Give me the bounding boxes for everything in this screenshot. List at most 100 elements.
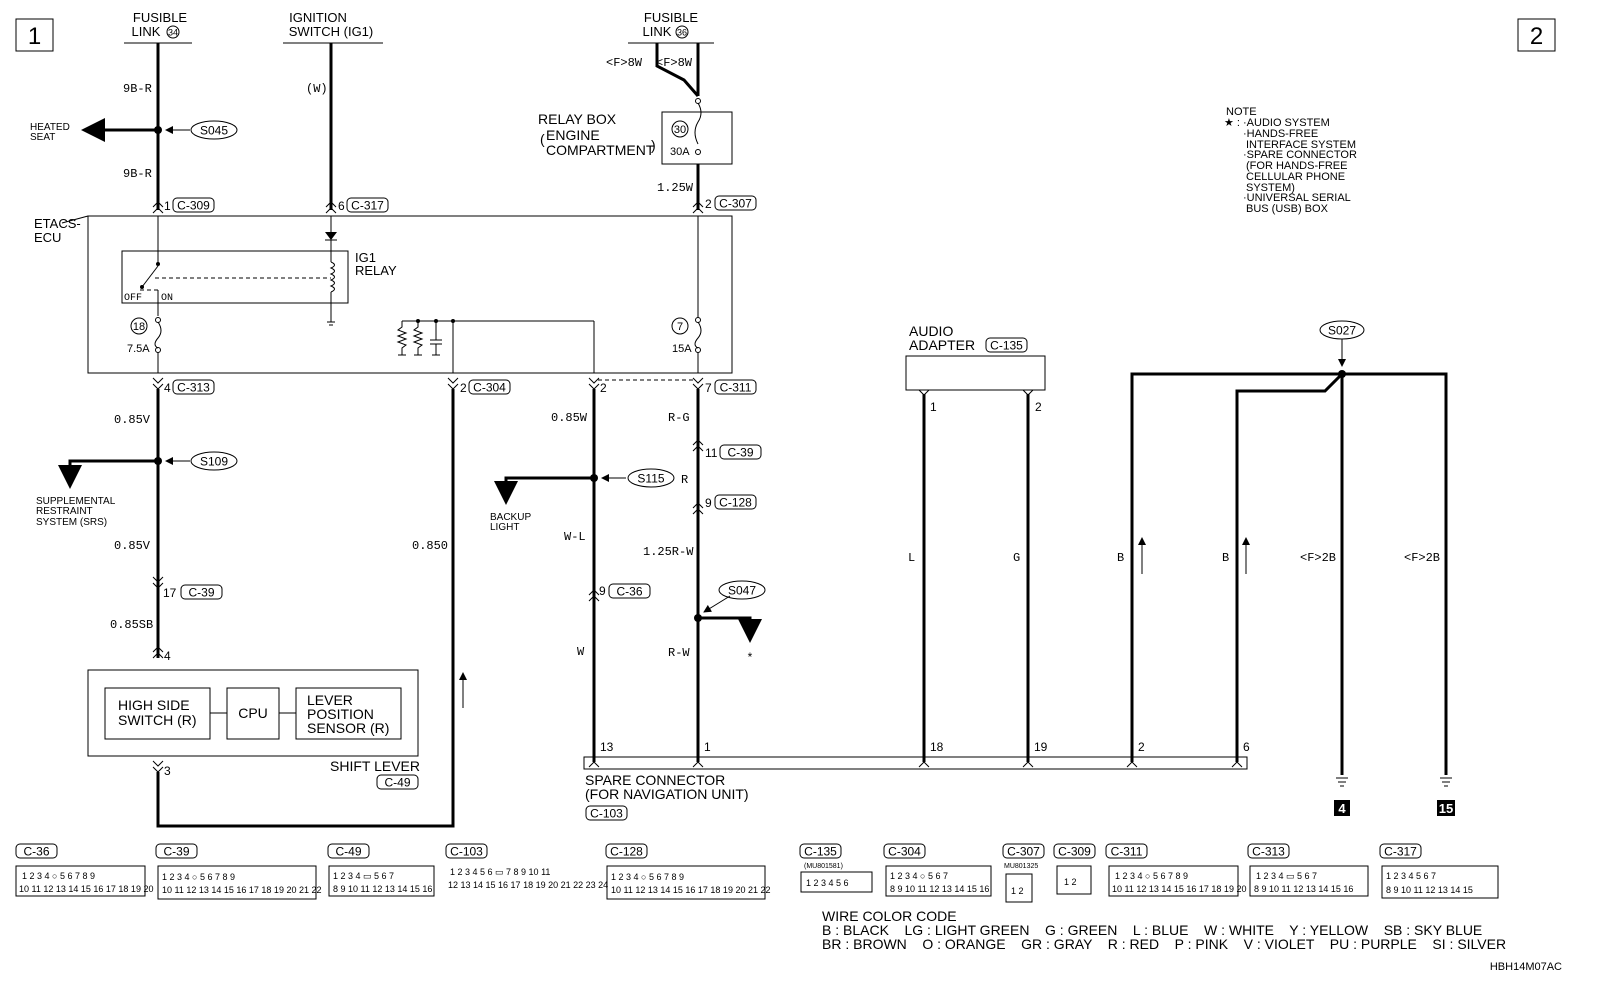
svg-text:1 2: 1 2 [1011, 886, 1024, 896]
svg-text:1: 1 [164, 199, 171, 213]
svg-text:C-317: C-317 [1384, 845, 1417, 859]
svg-text:9B-R: 9B-R [123, 82, 152, 96]
svg-text:RESTRAINT: RESTRAINT [36, 506, 93, 517]
pin-2-backup: 2 [588, 377, 694, 395]
svg-text:ENGINE: ENGINE [546, 127, 600, 143]
svg-text:FUSIBLE: FUSIBLE [133, 10, 188, 25]
svg-text:1 2 3 4 ○ 5 6 7 8 9: 1 2 3 4 ○ 5 6 7 8 9 [611, 872, 684, 882]
svg-text:0.85V: 0.85V [114, 413, 151, 427]
svg-text:C-317: C-317 [351, 199, 384, 213]
svg-text:18: 18 [133, 321, 145, 333]
svg-text:LINK: LINK [132, 24, 161, 39]
svg-text:C-311: C-311 [1111, 845, 1143, 859]
svg-text:BUS (USB) BOX: BUS (USB) BOX [1246, 203, 1329, 215]
connector-c128: C-128 1 2 3 4 ○ 5 6 7 8 9 10 11 12 13 14… [605, 843, 770, 900]
svg-text:BR : BROWN O : ORANGE GR: BR : BROWN O : ORANGE GR : GRAY R : RED … [822, 936, 1506, 952]
svg-text:C-304: C-304 [473, 381, 506, 395]
svg-text:2: 2 [1035, 400, 1042, 414]
svg-text:ON: ON [161, 293, 173, 304]
spare-connector: 13 1 18 19 2 6 SPARE CONNECTOR (FOR NAVI… [583, 740, 1250, 821]
svg-text:IG1: IG1 [355, 250, 376, 265]
svg-text:2: 2 [1138, 740, 1145, 754]
svg-text:15A: 15A [672, 343, 692, 355]
svg-text:C-135: C-135 [990, 339, 1023, 353]
pin-c317: 6 C-317 [325, 197, 389, 214]
svg-text:8 9 10 11 12 13 14 15 16: 8 9 10 11 12 13 14 15 16 [1254, 884, 1353, 894]
svg-text:2: 2 [460, 381, 467, 395]
svg-text:MU801325: MU801325 [1004, 863, 1038, 870]
svg-text:POSITION: POSITION [307, 706, 374, 722]
svg-text:1 2 3 4 ○ 5 6 7: 1 2 3 4 ○ 5 6 7 [890, 871, 948, 881]
svg-text:1 2 3 4 ▭ 5 6 7: 1 2 3 4 ▭ 5 6 7 [1256, 871, 1317, 881]
svg-text:IGNITION: IGNITION [289, 10, 347, 25]
wire-g: 2 G [1013, 389, 1042, 762]
svg-text:C-128: C-128 [610, 845, 643, 859]
svg-text:1.25R-W: 1.25R-W [643, 545, 694, 559]
svg-text:7: 7 [705, 381, 712, 395]
pin-lever-3: 3 [152, 760, 171, 778]
svg-text:9: 9 [705, 496, 712, 510]
svg-text:ECU: ECU [34, 230, 61, 245]
svg-text:RELAY BOX: RELAY BOX [538, 111, 617, 127]
svg-text:SEAT: SEAT [30, 132, 55, 143]
svg-text:FUSIBLE: FUSIBLE [644, 10, 699, 25]
svg-text:AUDIO: AUDIO [909, 323, 953, 339]
pin-c313: 4 C-313 [152, 377, 215, 395]
wire-0850-loop: 0.850 [156, 389, 467, 828]
svg-text:LIGHT: LIGHT [490, 522, 519, 533]
svg-text:8 9 10 11 12 13 14 15 16: 8 9 10 11 12 13 14 15 16 [890, 884, 989, 894]
splice-s027: S027 [1328, 324, 1356, 338]
svg-text:C-39: C-39 [188, 586, 214, 600]
svg-text:1: 1 [28, 23, 41, 50]
svg-text:B : BLACK LG : LIGHT GREEN: B : BLACK LG : LIGHT GREEN G : GREEN L :… [822, 922, 1482, 938]
svg-text:36: 36 [677, 28, 687, 38]
svg-text:LEVER: LEVER [307, 692, 353, 708]
svg-text:2: 2 [1530, 23, 1543, 50]
svg-text:18: 18 [930, 740, 944, 754]
svg-text:4: 4 [164, 381, 171, 395]
svg-text:6: 6 [338, 199, 345, 213]
svg-text:SHIFT LEVER: SHIFT LEVER [330, 758, 420, 774]
ignition-switch: IGNITION SWITCH (IG1) [283, 10, 383, 44]
connector-c103: C-103 1 2 3 4 5 6 ▭ 7 8 9 10 11 12 13 14… [445, 843, 608, 890]
svg-text:30A: 30A [670, 146, 690, 158]
svg-text:R: R [681, 473, 688, 487]
connector-c39: C-39 1 2 3 4 ○ 5 6 7 8 9 10 11 12 13 14 … [155, 843, 321, 900]
svg-text:C-309: C-309 [177, 199, 210, 213]
svg-text:13: 13 [600, 740, 614, 754]
svg-text:SWITCH (IG1): SWITCH (IG1) [289, 24, 374, 39]
svg-text:NOTE: NOTE [1226, 106, 1257, 118]
svg-text:C-135: C-135 [804, 845, 837, 859]
svg-text:CPU: CPU [238, 705, 268, 721]
svg-text:OFF: OFF [124, 293, 142, 304]
svg-text:C-128: C-128 [719, 496, 752, 510]
wire-9b-r: 9B-R 9B-R [123, 43, 160, 210]
svg-text:C-39: C-39 [163, 845, 189, 859]
ground-network: S027 B B <F>2B <F>2B 4 15 [1117, 320, 1455, 816]
svg-text:C-36: C-36 [23, 845, 49, 859]
ground-4: 4 [1338, 801, 1346, 816]
svg-text:SYSTEM): SYSTEM) [1246, 182, 1295, 194]
fusible-link-36: FUSIBLE LINK 36 [628, 10, 714, 44]
svg-text:1 2 3 4 5 6 ▭ 7 8 9 10 11: 1 2 3 4 5 6 ▭ 7 8 9 10 11 [450, 867, 550, 877]
fusible-link-34: FUSIBLE LINK 34 [124, 10, 192, 44]
svg-text:G: G [1013, 551, 1020, 565]
svg-text:6: 6 [1243, 740, 1250, 754]
svg-text:SYSTEM (SRS): SYSTEM (SRS) [36, 517, 107, 528]
svg-text:C-313: C-313 [1252, 845, 1285, 859]
svg-text:<F>8W: <F>8W [656, 56, 693, 70]
svg-text:ADAPTER: ADAPTER [909, 337, 975, 353]
pin-c309: 1 C-309 [152, 197, 215, 214]
svg-text:<F>2B: <F>2B [1300, 551, 1336, 565]
svg-text:1 2 3 4 ○ 5 6 7 8 9: 1 2 3 4 ○ 5 6 7 8 9 [1115, 871, 1188, 881]
wire-l: 1 L [908, 389, 937, 762]
svg-text:(: ( [540, 131, 545, 147]
svg-text:W-L: W-L [564, 530, 586, 544]
svg-text:SWITCH (R): SWITCH (R) [118, 712, 197, 728]
svg-text:C-304: C-304 [888, 845, 921, 859]
srs-branch: SUPPLEMENTAL RESTRAINT SYSTEM (SRS) S109 [36, 451, 238, 528]
svg-text:·AUDIO SYSTEM: ·AUDIO SYSTEM [1243, 117, 1330, 129]
connector-c49: C-49 1 2 3 4 ▭ 5 6 7 8 9 10 11 12 13 14 … [327, 843, 435, 897]
wire-125w: 1.25W [657, 164, 700, 210]
